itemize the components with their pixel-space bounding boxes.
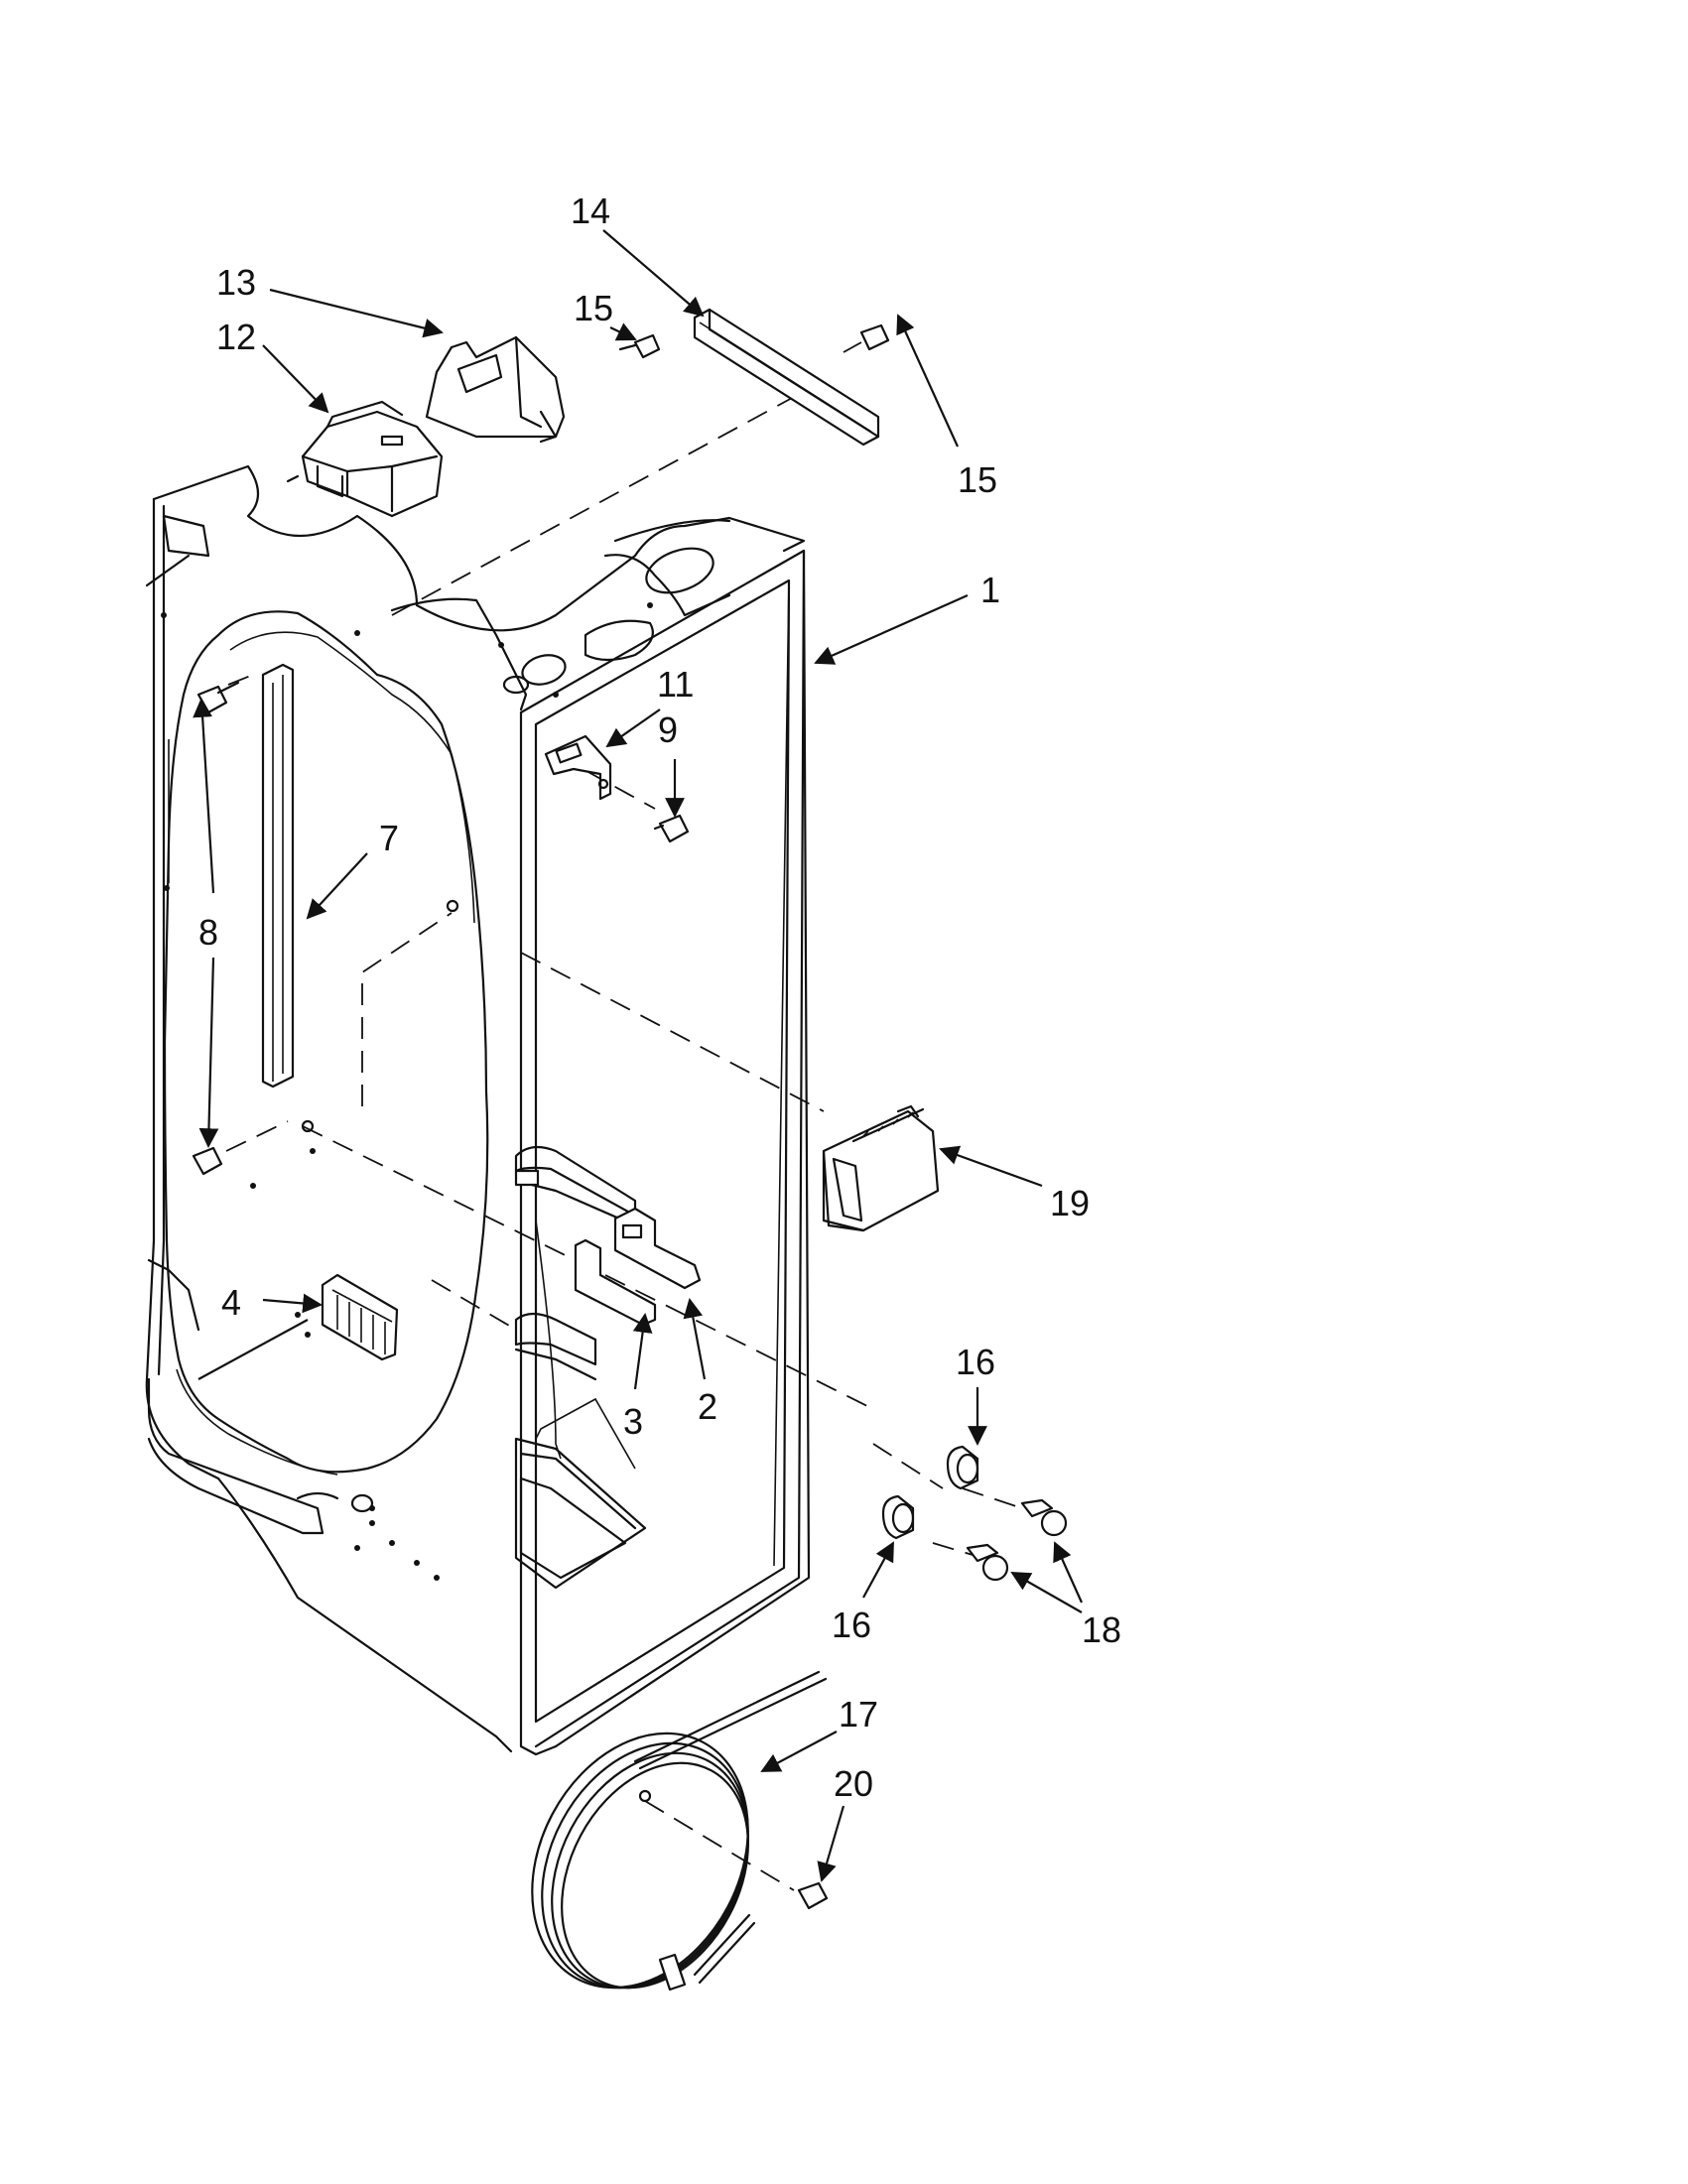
callout-13: 13 xyxy=(216,262,256,303)
callout-20: 20 xyxy=(834,1763,873,1804)
callout-16-bottom: 16 xyxy=(832,1605,871,1645)
callout-1: 1 xyxy=(980,570,1000,610)
callout-12: 12 xyxy=(216,317,256,357)
callout-16-top: 16 xyxy=(956,1342,995,1382)
callout-9: 9 xyxy=(658,709,678,750)
housing-19 xyxy=(822,1104,940,1232)
leader-lines xyxy=(193,229,1084,1882)
callout-18: 18 xyxy=(1082,1609,1121,1650)
callout-3: 3 xyxy=(623,1401,643,1442)
screw-18-top xyxy=(1020,1498,1068,1537)
callout-15-left: 15 xyxy=(574,288,613,328)
callout-14: 14 xyxy=(571,191,610,231)
callout-7: 7 xyxy=(379,818,399,858)
cap-16-top xyxy=(946,1445,979,1490)
callout-15-right: 15 xyxy=(958,459,997,500)
cabinet-liner xyxy=(145,464,811,1756)
bracket-3 xyxy=(574,1238,657,1327)
screw-15-left xyxy=(618,333,661,359)
screw-8-bottom xyxy=(192,1120,289,1176)
callout-4: 4 xyxy=(221,1282,241,1323)
screw-20 xyxy=(797,1881,829,1910)
callout-11: 11 xyxy=(657,664,694,705)
callout-8: 8 xyxy=(198,912,218,953)
tubing-17 xyxy=(531,1670,828,1991)
channel-14 xyxy=(693,308,880,447)
callout-17: 17 xyxy=(839,1694,878,1734)
bracket-2 xyxy=(613,1207,702,1290)
screw-8-top xyxy=(196,672,259,714)
cap-16-bottom xyxy=(881,1494,915,1540)
module-12 xyxy=(286,400,444,518)
screw-18-bottom xyxy=(966,1543,1009,1582)
callout-2: 2 xyxy=(698,1386,717,1427)
screw-9 xyxy=(653,814,690,843)
shelf-rail xyxy=(261,663,295,1089)
callout-19: 19 xyxy=(1050,1183,1090,1223)
bracket-11 xyxy=(544,734,612,801)
bracket-13 xyxy=(425,335,566,444)
screw-15-right xyxy=(843,323,890,353)
vent-4 xyxy=(321,1273,399,1361)
